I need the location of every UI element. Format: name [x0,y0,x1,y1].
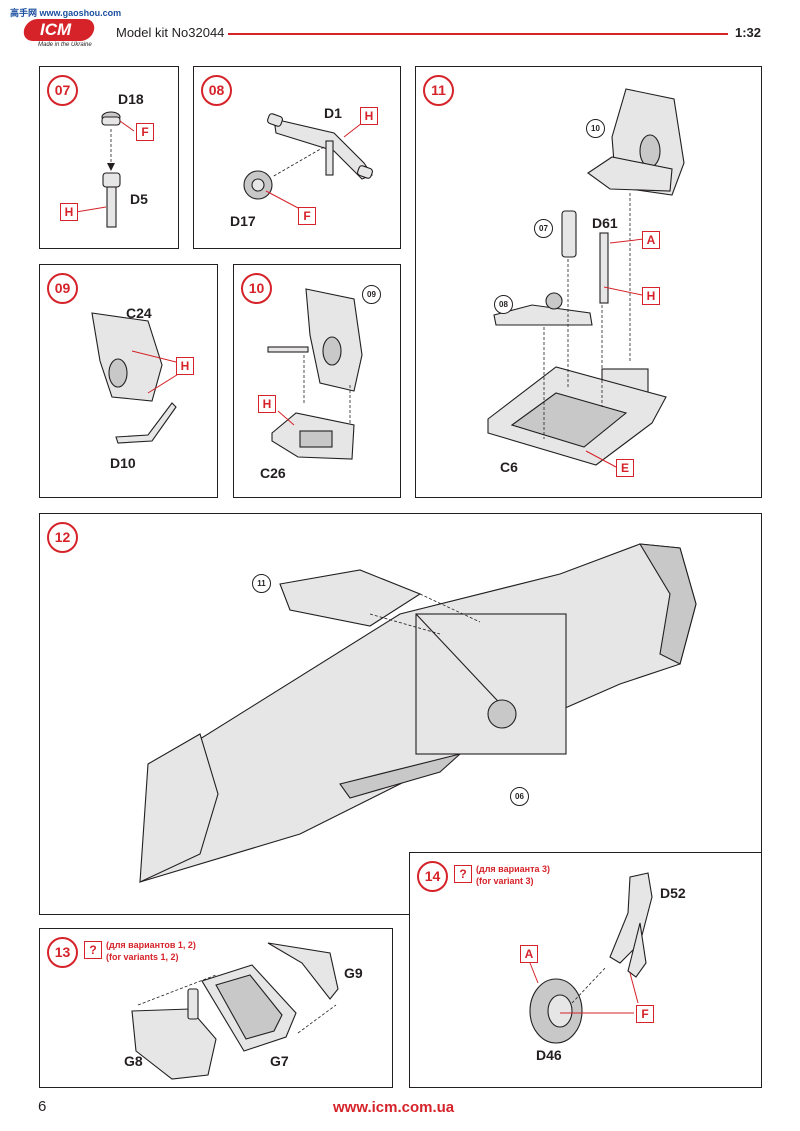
paint-tag-h: H [642,287,660,305]
step-08-drawing [243,113,373,210]
step-09-drawing [91,312,181,444]
part-label-d1: D1 [324,105,342,121]
step-12-drawing [139,543,697,883]
paint-tag-f: F [636,1005,654,1023]
question-icon: ? [84,941,102,959]
paint-tag-h: H [258,395,276,413]
step-ref-11: 11 [252,574,271,593]
step-11-drawing [487,88,685,468]
watermark: 高手网 www.gaoshou.com [10,8,122,18]
part-label-c6: C6 [500,459,518,475]
part-label-d46: D46 [536,1047,562,1063]
step-13-number: 13 [47,937,78,968]
step-09-panel: 09 C24 D10 H [39,264,218,498]
part-label-d52: D52 [660,885,686,901]
step-14-panel: 14 ? (для варианта 3) (for variant 3) D5… [409,852,762,1088]
step-08-panel: 08 D1 D17 H F [193,66,401,249]
step-10-drawing [267,288,363,460]
step-10-number: 10 [241,273,272,304]
step-12-panel: 12 11 06 [39,513,762,915]
step-08-number: 08 [201,75,232,106]
step-07-drawing [75,111,135,228]
step-13-panel: 13 ? (для вариантов 1, 2) (for variants … [39,928,393,1088]
step-14-number: 14 [417,861,448,892]
variant-note-ru: (для варианта 3) [476,864,550,874]
variant-note-ru: (для вариантов 1, 2) [106,940,196,950]
part-label-g8: G8 [124,1053,143,1069]
paint-tag-f: F [298,207,316,225]
variant-note-en: (for variant 3) [476,876,534,886]
step-07-panel: 07 D18 D5 F H [39,66,179,249]
step-09-number: 09 [47,273,78,304]
step-11-number: 11 [423,75,454,106]
step-ref-09: 09 [362,285,381,304]
part-label-d18: D18 [118,91,144,107]
paint-tag-a: A [520,945,538,963]
kit-title: Model kit No32044 [116,25,225,40]
part-label-c24: C24 [126,305,152,321]
part-label-d5: D5 [130,191,148,207]
scale-label: 1:32 [735,25,762,40]
step-10-panel: 10 09 C26 H [233,264,401,498]
paint-tag-f: F [136,123,154,141]
part-label-c26: C26 [260,465,286,481]
part-label-d17: D17 [230,213,256,229]
step-11-panel: 11 10 07 08 D61 C6 A H E [415,66,762,498]
part-label-d61: D61 [592,215,618,231]
step-ref-10: 10 [586,119,605,138]
logo: 高手网 www.gaoshou.com ICM Made in the Ukra… [10,6,121,50]
page-number: 6 [38,1098,47,1115]
step-ref-06: 06 [510,787,529,806]
variant-note-en: (for variants 1, 2) [106,952,179,962]
paint-tag-a: A [642,231,660,249]
question-icon: ? [454,865,472,883]
paint-tag-e: E [616,459,634,477]
paint-tag-h: H [176,357,194,375]
part-label-d10: D10 [110,455,136,471]
part-label-g9: G9 [344,965,363,981]
header-rule [228,33,728,35]
paint-tag-h: H [360,107,378,125]
step-07-number: 07 [47,75,78,106]
step-ref-07: 07 [534,219,553,238]
logo-subtitle: Made in the Ukraine [38,42,92,48]
part-label-g7: G7 [270,1053,289,1069]
step-12-number: 12 [47,522,78,553]
logo-text: ICM [40,20,72,39]
step-14-drawing [529,872,653,1044]
paint-tag-h: H [60,203,78,221]
step-13-drawing [131,942,339,1080]
step-ref-08: 08 [494,295,513,314]
footer-url[interactable]: www.icm.com.ua [333,1099,455,1116]
